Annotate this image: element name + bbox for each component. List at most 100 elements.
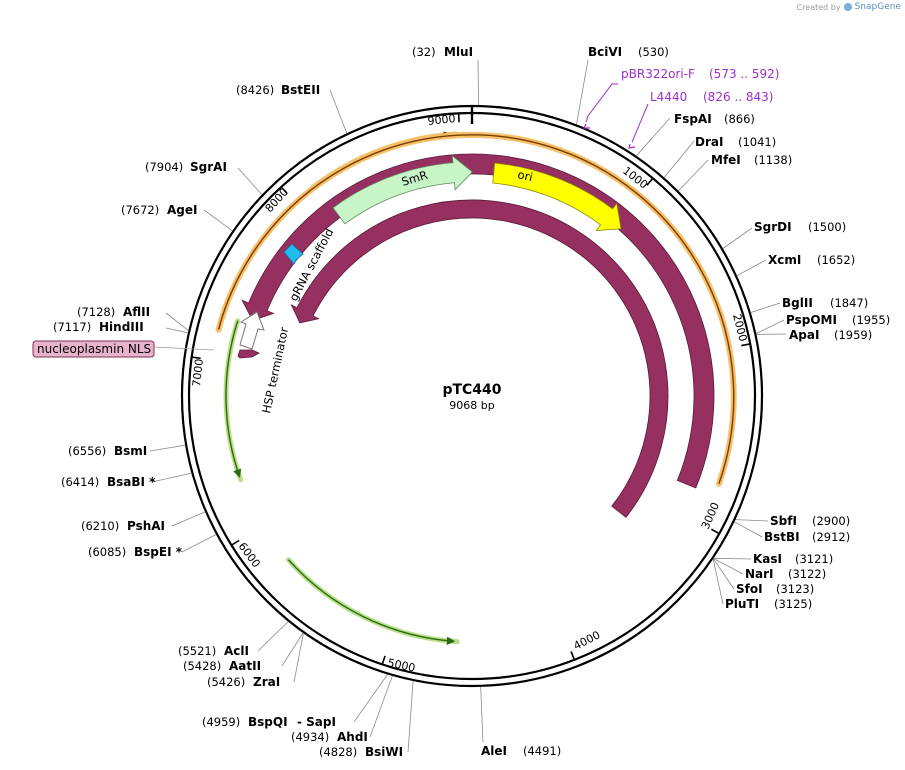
site-pspomi: PspOMI(1955) [786, 313, 890, 327]
site-kasi-pos: (3121) [795, 552, 833, 566]
tick-label-7000: 7000 [190, 358, 206, 387]
site-leader-24 [171, 511, 206, 527]
tick-1000 [646, 177, 654, 186]
primer-l4440-leader [631, 103, 649, 143]
cas9-feature-outer [241, 153, 715, 489]
site-leader-25 [181, 534, 217, 553]
tick-label-3000: 3000 [699, 500, 722, 531]
site-leader-3 [663, 140, 695, 178]
site-aflii-pos: (7128) [77, 305, 115, 319]
site-pshai-name: PshAI [127, 519, 165, 533]
site-pshai: (6210)PshAI [81, 519, 165, 533]
site-leader-26 [257, 621, 289, 652]
primer-pbr322ori-f-leader [585, 83, 618, 123]
site-bcivi-name: BciVI [588, 45, 622, 59]
site-sfoi: SfoI(3123) [736, 582, 814, 596]
site-pluti: PluTI (3125) [725, 597, 812, 611]
site-apai: ApaI(1959) [789, 328, 872, 342]
primer-pbr322ori-f-name: pBR322ori-F [621, 67, 695, 81]
credit-prefix: Created by [796, 2, 841, 12]
site-xcmi-name: XcmI [768, 253, 801, 267]
site-leader-4 [678, 159, 709, 192]
site-bsiwi: (4828) BsiWI [319, 745, 403, 759]
site-bsabi: (6414)BsaBI * [61, 475, 156, 489]
site-mfei: MfeI(1138) [711, 153, 792, 167]
site-pluti-pos: (3125) [774, 597, 812, 611]
cas9-feature-inner [290, 199, 669, 518]
site-sbfi-pos: (2900) [812, 514, 850, 528]
site-pluti-name: PluTI [725, 597, 759, 611]
site-leader-22 [149, 444, 186, 452]
site-bsteii: (8426)BstEII [236, 83, 320, 97]
site-apai-pos: (1959) [834, 328, 872, 342]
snapgene-credit: Created by SnapGene [797, 2, 901, 12]
site-nari-name: NarI [745, 567, 774, 581]
smr-feature [332, 154, 473, 225]
site-drai-pos: (1041) [738, 135, 776, 149]
site-leader-2 [636, 117, 671, 157]
site-ahdi-name: AhdI [337, 730, 368, 744]
site-leader-1 [576, 59, 589, 125]
site-bspei: (6085)BspEI * [88, 545, 183, 559]
site-mfei-name: MfeI [711, 153, 741, 167]
site-bspqi-pos: (4959) [202, 715, 240, 729]
tick-3000 [711, 528, 720, 535]
site-sgrai: (7904) SgrAI [145, 160, 227, 174]
primer-l4440-name: L4440 [650, 90, 687, 104]
primer-pbr322ori-f-marker [583, 123, 590, 129]
site-leader-31 [407, 680, 414, 753]
site-sgrdi-pos: (1500) [808, 220, 846, 234]
nls-label-background [32, 340, 155, 358]
tick-label-5000: 5000 [386, 656, 416, 675]
site-bspqi: (4959) BspQI [202, 715, 288, 729]
site-leader-10 [735, 519, 769, 522]
site-aflii: (7128)AflII [77, 305, 150, 319]
site-sfoi-pos: (3123) [776, 582, 814, 596]
site-leader-12 [713, 557, 752, 560]
primer-pbr322ori-f-range: (573 .. 592) [709, 67, 779, 81]
site-bsteii-pos: (8426) [236, 83, 274, 97]
position-ticks [191, 106, 751, 665]
site-bsiwi-pos: (4828) [319, 745, 357, 759]
site-bsabi-name: BsaBI * [107, 475, 156, 489]
site-bspqi-name: BspQI [248, 715, 288, 729]
nls-feature [237, 349, 260, 359]
nls-leader [153, 346, 215, 351]
site-sbfi: SbfI (2900) [770, 514, 850, 528]
site-sgrai-pos: (7904) [145, 160, 183, 174]
site-fspai-pos: (866) [724, 112, 755, 126]
site-sgrdi-name: SgrDI [754, 220, 792, 234]
ori-feature [492, 162, 622, 231]
site-sbfi-name: SbfI [770, 514, 797, 528]
site-hindiii: (7117)HindIII [53, 320, 144, 334]
tick-label-9000: 9000 [427, 112, 456, 128]
primer-l4440-marker [628, 143, 636, 149]
site-zrai: (5426)ZraI [207, 675, 280, 689]
site-leaders [149, 59, 787, 753]
site-bglii-pos: (1847) [830, 296, 868, 310]
sites-right: BciVI(530) FspAI(866) DraI(1041) MfeI(11… [481, 45, 890, 758]
site-zrai-pos: (5426) [207, 675, 245, 689]
site-bsmi-pos: (6556) [68, 444, 106, 458]
site-pspomi-pos: (1955) [852, 313, 890, 327]
primer-l4440: L4440 (826 .. 843) [628, 90, 773, 149]
site-bstbi-name: BstBI [764, 530, 800, 544]
grna-scaffold-feature [283, 243, 304, 265]
site-leader-14 [712, 558, 735, 590]
hsp-terminator-feature [239, 311, 265, 350]
cas9-label-outer: Cas9 [396, 601, 426, 619]
primer-l4440-range: (826 .. 843) [703, 90, 773, 104]
site-bsiwi-name: BsiWI [365, 745, 403, 759]
site-sgrai-name: SgrAI [190, 160, 227, 174]
tick-8000 [280, 186, 288, 195]
tick-label-6000: 6000 [236, 540, 263, 570]
site-bcivi-pos: (530) [638, 45, 669, 59]
site-bstbi-pos: (2912) [812, 530, 850, 544]
tick-4000 [570, 651, 576, 661]
site-bcivi: BciVI (530) [588, 45, 669, 59]
site-leader-8 [756, 319, 785, 334]
site-drai: DraI(1041) [695, 135, 776, 149]
site-bspei-pos: (6085) [88, 545, 126, 559]
tick-5000 [381, 655, 386, 665]
